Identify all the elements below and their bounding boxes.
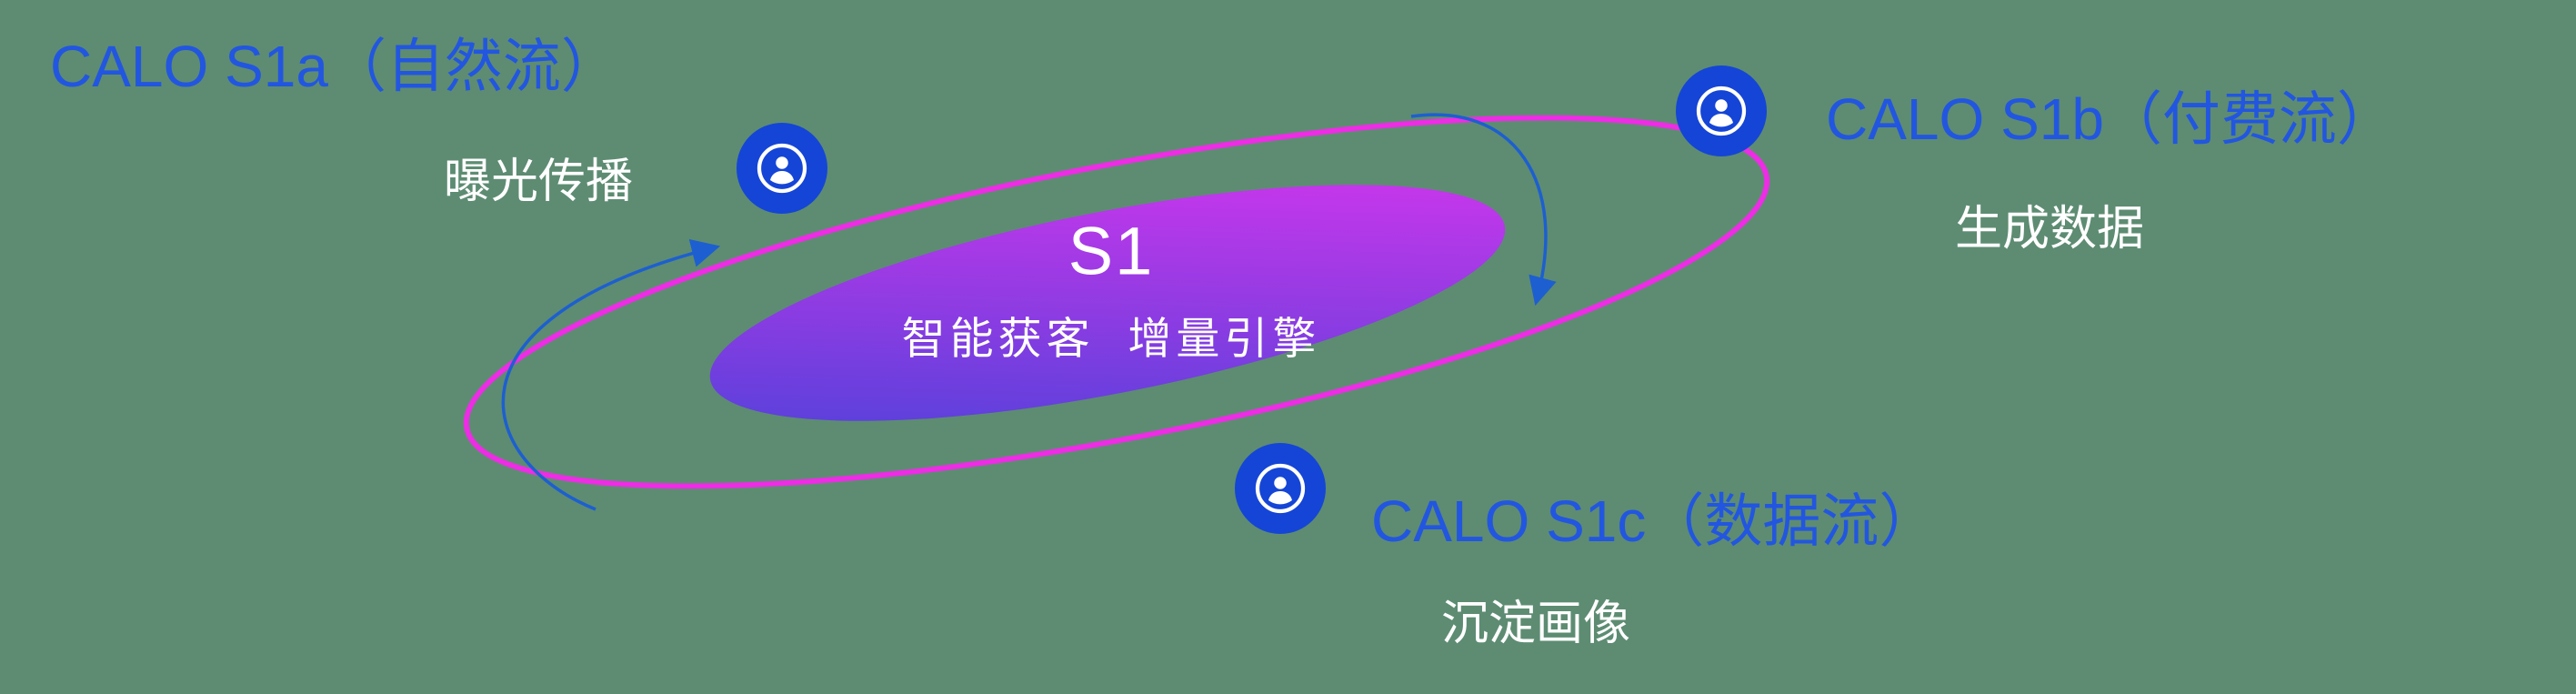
flow-arrow-right <box>1410 113 1557 307</box>
label-calo-s1a: CALO S1a（自然流） <box>50 34 619 99</box>
person-circle-icon <box>1255 463 1306 514</box>
node-calo-s1b <box>1676 65 1767 156</box>
core-text-block: S1 智能获客 增量引擎 <box>902 213 1321 367</box>
flow-arrow-left <box>501 238 721 511</box>
core-gradient-ellipse <box>709 185 1506 421</box>
node-calo-s1c <box>1235 443 1326 534</box>
label-calo-s1b: CALO S1b（付费流） <box>1826 86 2395 152</box>
sublabel-calo-s1c: 沉淀画像 <box>1441 598 1631 650</box>
sublabel-calo-s1a: 曝光传播 <box>444 156 634 208</box>
label-calo-s1c: CALO S1c（数据流） <box>1371 488 1938 554</box>
person-circle-icon <box>1696 85 1747 136</box>
core-title: S1 <box>1067 213 1155 289</box>
orbit-ring <box>463 115 1770 489</box>
node-calo-s1a <box>737 123 827 214</box>
core-subtitle: 智能获客 增量引擎 <box>901 315 1321 364</box>
sublabel-calo-s1b: 生成数据 <box>1955 203 2145 256</box>
person-circle-icon <box>757 143 807 194</box>
